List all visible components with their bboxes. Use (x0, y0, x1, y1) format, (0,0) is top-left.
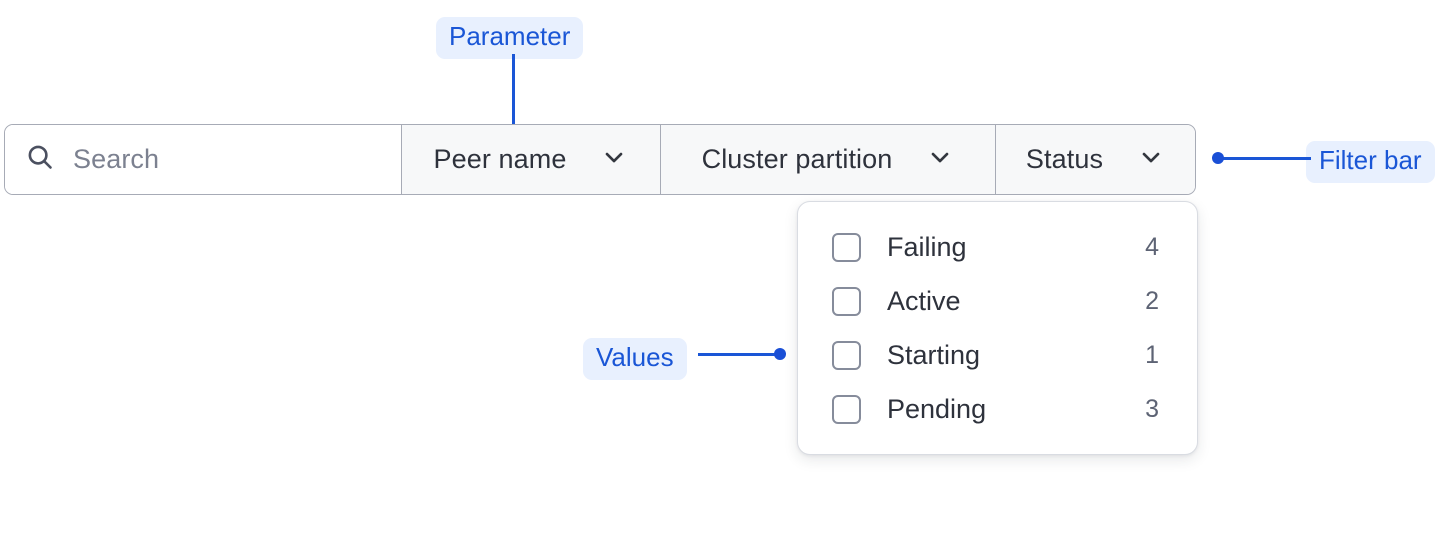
chevron-down-icon (600, 143, 628, 176)
filter-segment-status[interactable]: Status (995, 125, 1195, 194)
status-filter-dropdown: Failing 4 Active 2 Starting 1 Pending 3 (797, 201, 1198, 455)
annotation-endpoint-values (774, 348, 786, 360)
dropdown-option[interactable]: Starting 1 (798, 328, 1197, 382)
checkbox-active[interactable] (832, 286, 861, 316)
dropdown-option-label: Active (887, 285, 961, 316)
filter-segment-label: Cluster partition (701, 144, 893, 174)
annotation-connector-filter-bar (1219, 157, 1311, 160)
search-field[interactable]: Search (5, 125, 401, 194)
checkbox-failing[interactable] (832, 232, 861, 262)
filter-segment-label: Status (1025, 144, 1104, 174)
annotation-badge-filter-bar: Filter bar (1306, 141, 1435, 183)
dropdown-option-count: 2 (1145, 286, 1159, 315)
dropdown-option-label: Failing (887, 231, 967, 262)
dropdown-option-count: 4 (1145, 232, 1159, 261)
checkbox-pending[interactable] (832, 394, 861, 424)
checkbox-starting[interactable] (832, 340, 861, 370)
chevron-down-icon (926, 143, 954, 176)
dropdown-option-label: Starting (887, 339, 981, 370)
annotation-connector-values (698, 353, 782, 356)
annotation-badge-parameter: Parameter (436, 17, 584, 59)
dropdown-option-label: Pending (887, 393, 987, 424)
annotation-connector-parameter (512, 54, 515, 142)
filter-segment-cluster-partition[interactable]: Cluster partition (660, 125, 995, 194)
chevron-down-icon (1137, 143, 1165, 176)
dropdown-option-count: 3 (1145, 394, 1159, 423)
filter-bar: Search Peer name Cluster partition Statu… (4, 124, 1196, 195)
dropdown-option[interactable]: Failing 4 (798, 220, 1197, 274)
search-icon (25, 142, 55, 177)
annotation-badge-values: Values (583, 338, 687, 380)
annotation-endpoint-filter-bar (1212, 152, 1224, 164)
search-input-placeholder[interactable]: Search (73, 144, 160, 174)
dropdown-option-count: 1 (1145, 340, 1159, 369)
dropdown-option[interactable]: Active 2 (798, 274, 1197, 328)
filter-segment-label: Peer name (433, 144, 567, 174)
filter-segment-peer-name[interactable]: Peer name (401, 125, 660, 194)
dropdown-option[interactable]: Pending 3 (798, 382, 1197, 436)
